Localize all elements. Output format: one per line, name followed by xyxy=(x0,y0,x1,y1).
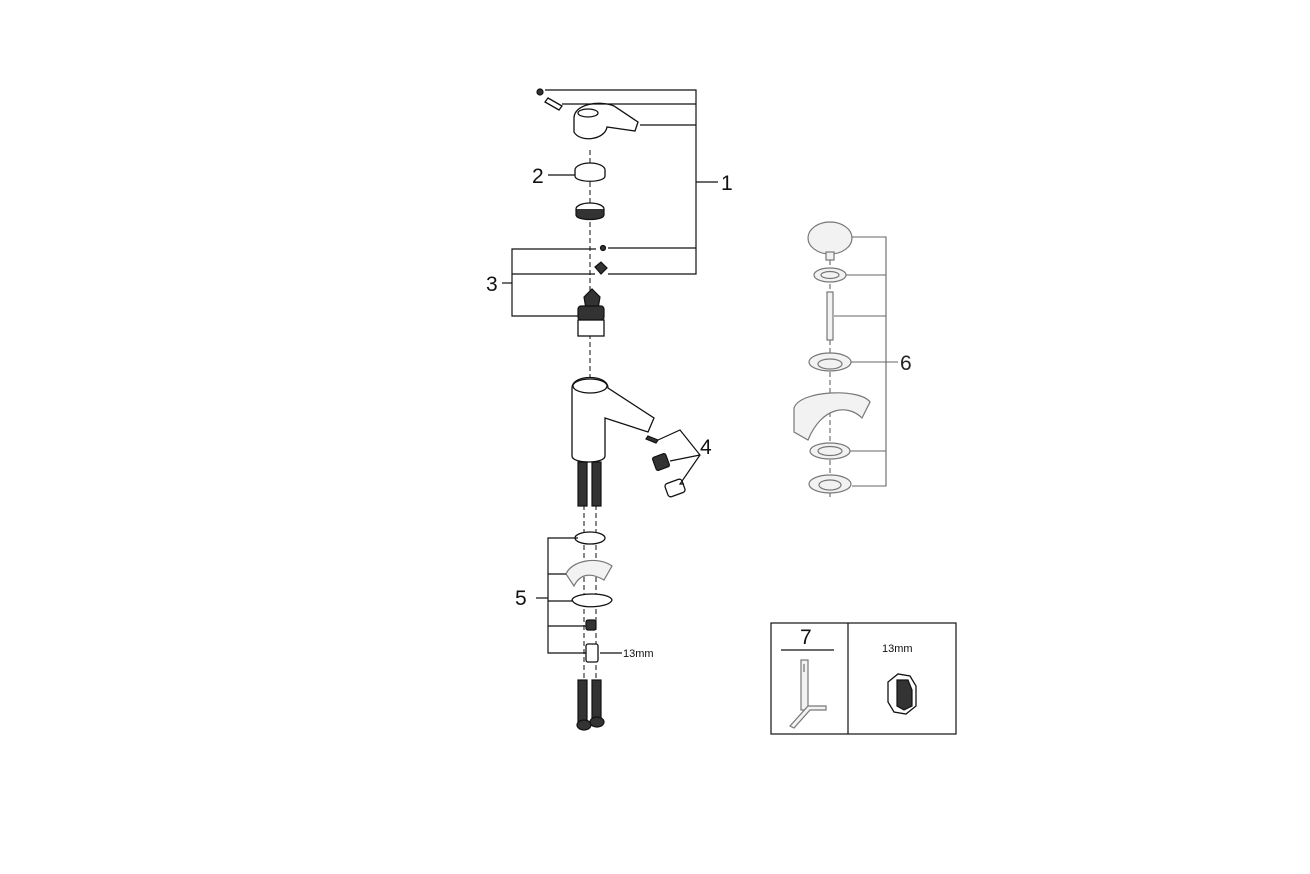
fixing-nut xyxy=(585,619,597,631)
aerator-insert xyxy=(651,452,671,472)
hose-end-left xyxy=(576,719,592,731)
popup-plug-stem xyxy=(825,251,835,261)
callout-6: 6 xyxy=(900,352,912,375)
wrench-tool xyxy=(789,659,827,729)
socket-tool xyxy=(887,673,917,715)
drain-leader-lines xyxy=(834,236,898,487)
handle-cap xyxy=(577,108,599,118)
hose-end-right xyxy=(589,716,605,728)
socket-face xyxy=(896,679,913,711)
leader-lines xyxy=(502,89,718,654)
tool-size-label: 13mm xyxy=(882,643,913,655)
tool-box-frame xyxy=(770,622,957,735)
flex-hose-right-lower xyxy=(591,679,602,723)
cartridge-head xyxy=(577,305,605,321)
faucet-body-top xyxy=(572,378,608,394)
callout-5: 5 xyxy=(515,587,527,610)
leader-4-mid xyxy=(669,454,701,462)
drain-washer-hole xyxy=(820,270,840,280)
callout-1: 1 xyxy=(721,172,733,195)
cartridge-body xyxy=(577,319,605,337)
fixing-sleeve xyxy=(585,643,599,663)
basin-section xyxy=(565,559,613,588)
wrench-handle xyxy=(789,705,827,729)
escutcheon-body xyxy=(574,170,606,182)
dimension-label: 13mm xyxy=(623,648,654,660)
cartridge-adaptor xyxy=(594,261,608,275)
drain-rod xyxy=(826,291,834,341)
drain-gasket-hole xyxy=(817,445,843,457)
flex-hose-right-upper xyxy=(591,461,602,507)
grub-screw xyxy=(536,88,544,96)
aerator-washer xyxy=(645,435,659,444)
callout-4: 4 xyxy=(700,436,712,459)
cartridge-nut-side xyxy=(575,209,605,221)
drain-body-nut-inner xyxy=(818,479,842,491)
cartridge-screw xyxy=(599,244,607,252)
drain-basin-section xyxy=(793,392,871,441)
faucet-assembly: 13mm xyxy=(536,88,686,731)
fixing-ring xyxy=(574,531,606,545)
flex-hose-left-upper xyxy=(577,461,588,507)
callout-2: 2 xyxy=(532,165,544,188)
callout-3: 3 xyxy=(486,273,498,296)
drain-flange-inner xyxy=(817,358,843,370)
popup-plug xyxy=(807,221,853,255)
handle-pin xyxy=(544,97,563,111)
drain-assembly xyxy=(793,221,871,500)
flex-hose-left-lower xyxy=(577,679,588,723)
faucet-body xyxy=(571,376,655,463)
leader-5-bracket xyxy=(547,537,586,654)
tool-box-number: 7 xyxy=(800,626,812,649)
tool-box: 7 13mm xyxy=(770,622,957,735)
horseshoe-washer xyxy=(571,593,613,608)
lever-handle xyxy=(573,102,639,140)
